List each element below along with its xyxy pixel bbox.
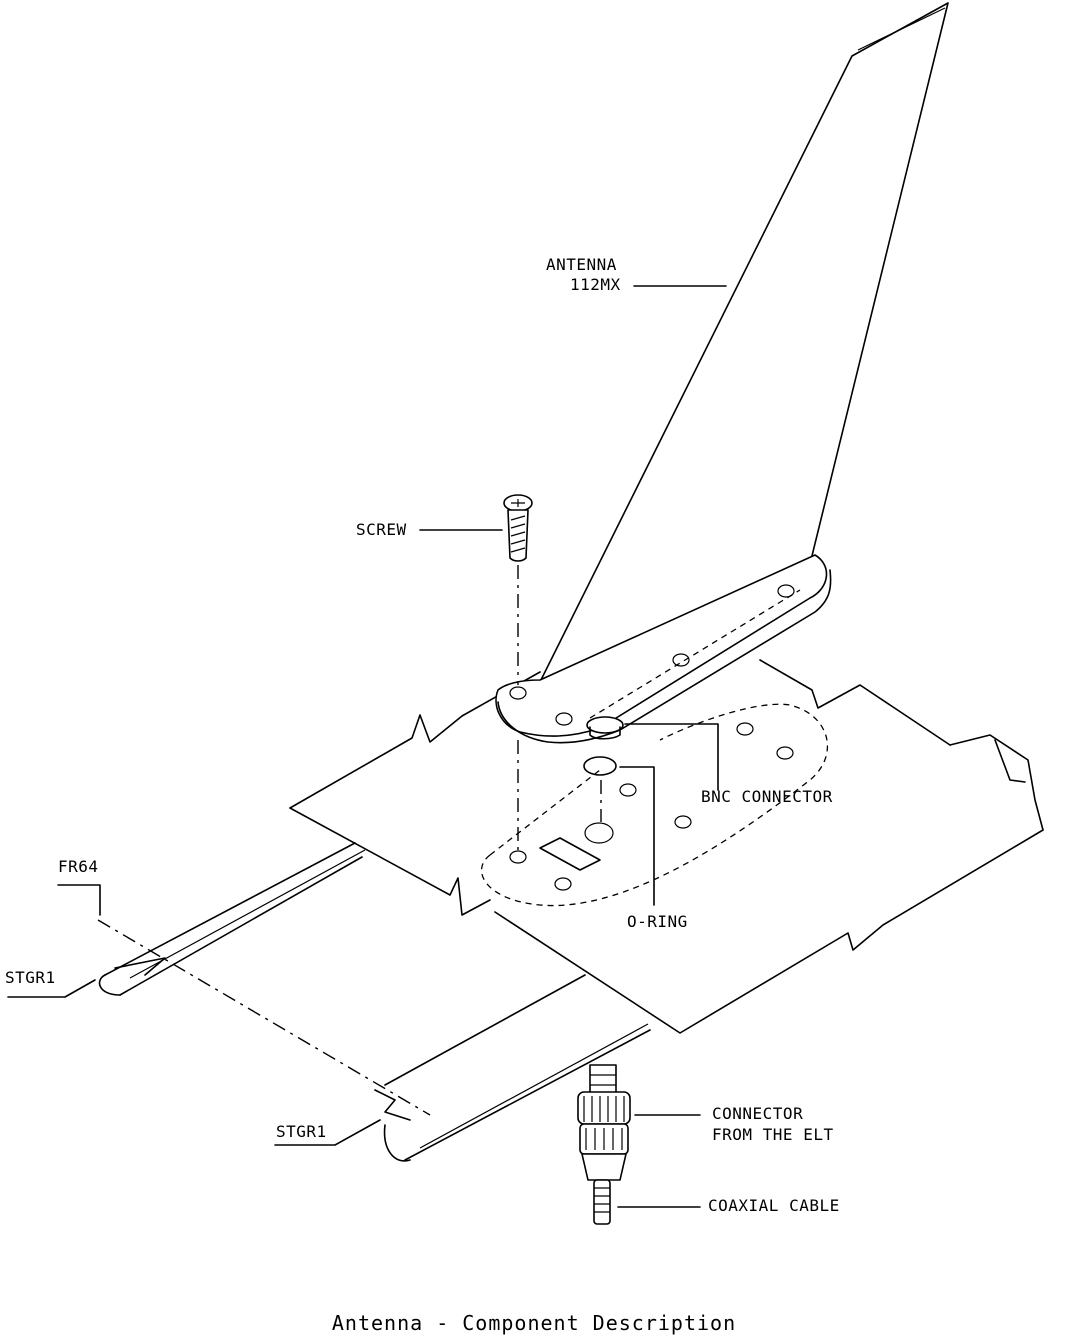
label-o-ring: O-RING	[627, 912, 688, 931]
label-stgr1-upper: STGR1	[5, 968, 56, 987]
skin-panel	[289, 659, 1044, 1034]
gasket-outline	[480, 703, 829, 907]
alignment-lines	[517, 565, 602, 852]
coaxial-cable-part	[593, 1179, 611, 1225]
label-coaxial-cable: COAXIAL CABLE	[708, 1196, 840, 1215]
label-antenna: ANTENNA	[546, 255, 617, 274]
antenna-blade	[495, 2, 949, 744]
figure-caption: Antenna - Component Description	[332, 1311, 736, 1335]
label-bnc-connector: BNC CONNECTOR	[701, 787, 833, 806]
bnc-connector-part	[586, 716, 624, 740]
label-stgr1-lower: STGR1	[276, 1122, 327, 1141]
o-ring-part	[583, 756, 617, 776]
label-connector: CONNECTOR	[712, 1104, 803, 1123]
screw-part	[503, 494, 533, 562]
label-screw: SCREW	[356, 520, 407, 539]
label-fr64: FR64	[58, 857, 99, 876]
label-connector-source: FROM THE ELT	[712, 1125, 834, 1144]
elt-connector-part	[577, 1064, 631, 1181]
stringer-upper	[98, 842, 366, 996]
leader-lines	[7, 285, 727, 1208]
stringer-lower	[374, 974, 651, 1162]
fr64-reference-line	[57, 884, 431, 1116]
label-antenna-model: 112MX	[570, 275, 621, 294]
